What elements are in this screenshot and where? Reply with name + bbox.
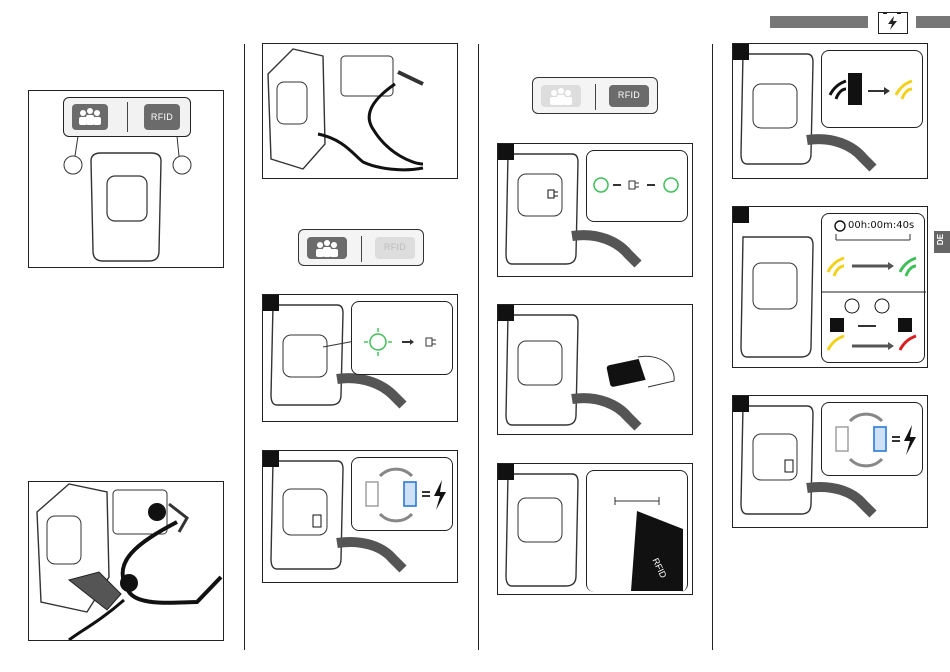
timeout-status-drawing: [822, 214, 926, 362]
status-callout: [586, 150, 688, 222]
status-callout: [821, 50, 923, 128]
selector-separator: [361, 236, 362, 262]
selector-separator: [127, 102, 128, 132]
mode-selector-users: RFID: [298, 229, 424, 266]
rfid-mode-button[interactable]: RFID: [144, 104, 180, 130]
language-tab-label: DE: [936, 234, 945, 245]
battery-charging-cycle-icon: [352, 458, 452, 530]
figure-step-charging: [262, 450, 458, 583]
header-bar-end: [916, 16, 950, 28]
users-mode-button[interactable]: [72, 104, 108, 130]
rfid-mode-button[interactable]: RFID: [609, 85, 649, 107]
charging-callout: [351, 457, 453, 531]
step-marker: [733, 396, 749, 412]
column-divider: [712, 44, 713, 650]
users-icon: [541, 85, 581, 107]
mode-selector-rfid: RFID: [532, 77, 658, 114]
plug-blinking-icon: [352, 302, 452, 374]
figure-step-charging-rfid: [732, 395, 928, 528]
users-mode-button[interactable]: [541, 85, 581, 107]
plug-status-sequence-icon: [587, 151, 687, 221]
figure-step-rfid-accepted: [732, 43, 928, 179]
rfid-mode-label: RFID: [375, 242, 415, 252]
figure-step-rfid-zone: RFID: [497, 463, 693, 595]
rfid-accepted-icon: [822, 51, 922, 127]
header-bar: [770, 16, 868, 28]
figure-plug-cable: [28, 481, 224, 641]
step-marker: [263, 295, 279, 311]
language-tab: DE: [934, 231, 950, 253]
mode-selector-callout: RFID: [63, 97, 191, 137]
rfid-card-drawing: [587, 471, 687, 591]
figure-wallbox-plugged: [262, 43, 458, 179]
plug-cable-drawing: [29, 482, 224, 641]
column-divider: [244, 44, 245, 650]
figure-step-timeout: 00h:00m:40s: [732, 206, 928, 368]
step-marker: [498, 144, 514, 160]
figure-step-connect: [262, 294, 458, 422]
users-icon: [72, 104, 108, 130]
battery-charging-icon: [878, 12, 908, 34]
step-marker: [263, 451, 279, 467]
figure-step-plug-rfid: [497, 143, 693, 277]
status-callout: [351, 301, 453, 375]
wallbox-card-drawing: [498, 305, 693, 435]
charging-callout: [821, 402, 923, 476]
figure-mode-selector: RFID: [28, 90, 224, 268]
rfid-mode-label: RFID: [144, 112, 180, 122]
selector-separator: [595, 84, 596, 110]
timeout-callout: 00h:00m:40s: [821, 213, 925, 363]
timer-readout: 00h:00m:40s: [848, 220, 914, 231]
step-marker: [733, 207, 749, 223]
rfid-mode-button[interactable]: RFID: [375, 237, 415, 259]
battery-charging-cycle-icon: [822, 403, 922, 475]
figure-step-present-card: [497, 304, 693, 435]
rfid-zone-callout: RFID: [586, 470, 688, 592]
wallbox-plug-drawing: [263, 44, 458, 179]
rfid-mode-label: RFID: [609, 90, 649, 100]
step-marker: [498, 305, 514, 321]
users-icon: [307, 237, 347, 259]
step-marker: [498, 464, 514, 480]
column-divider: [478, 44, 479, 650]
step-marker: [733, 44, 749, 60]
users-mode-button[interactable]: [307, 237, 347, 259]
